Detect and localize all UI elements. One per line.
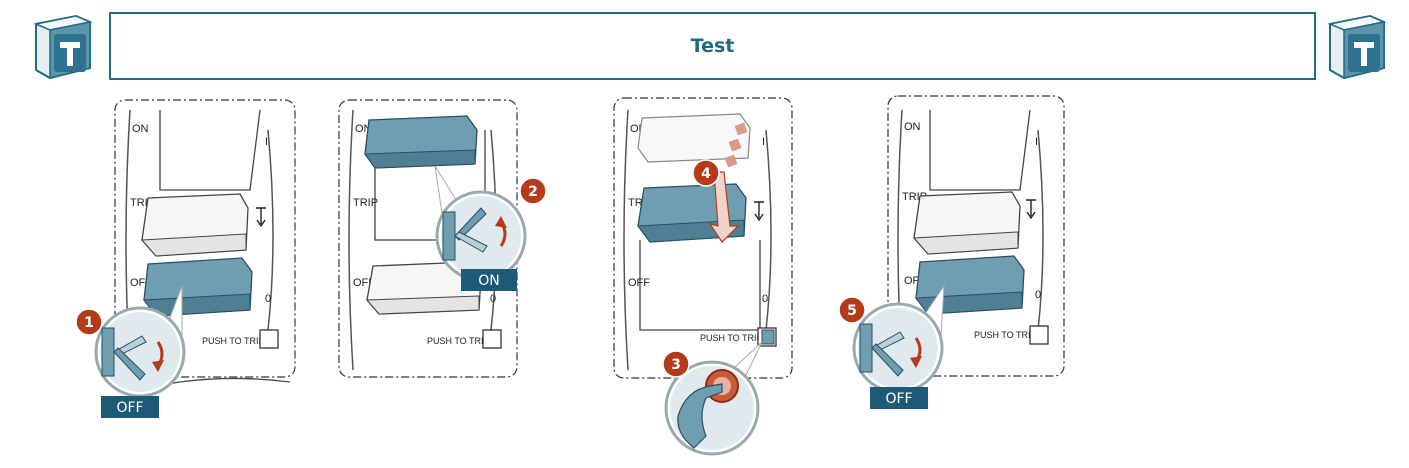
step-2-scene: ON TRIP OFF 0 PUSH TO TRIP ON 2 [335,90,565,462]
page-title: Test [690,35,735,57]
step-number: 2 [528,184,538,200]
push-to-trip-label: PUSH TO TRIP [427,336,490,346]
off-badge: OFF [885,391,912,407]
zero-label: 0 [490,293,496,305]
step-number: 4 [701,166,711,182]
step-number: 5 [847,303,857,319]
zero-label: 0 [762,293,768,305]
one-label: I [762,136,765,148]
zero-label: 0 [265,293,271,305]
step-3-4-scene: ON TRIP OFF I 0 4 PUSH TO TRIP 3 [610,90,810,462]
push-to-trip-label: PUSH TO TRIP [202,336,265,346]
test-t-icon [32,12,94,80]
push-to-trip-label: PUSH TO TRIP [974,330,1037,340]
step-5-scene: ON TRIP OFF I 0 PUSH TO TRIP OFF 5 [830,90,1070,462]
on-label: ON [904,121,921,133]
off-label: OFF [628,277,650,289]
step-1-scene: ON TRIP OFF I 0 PUSH TO TRIP OFF 1 [60,90,300,462]
test-t-icon [1326,12,1388,80]
trip-label: TRIP [353,197,378,209]
header-bar: Test [109,12,1316,80]
step-number: 1 [84,315,94,331]
one-label: I [265,136,268,148]
push-to-trip-label: PUSH TO TRIP [700,333,763,343]
step-number: 3 [671,357,681,373]
on-label: ON [132,123,149,135]
zero-label: 0 [1035,289,1041,301]
off-badge: OFF [116,400,143,416]
one-label: I [1035,136,1038,148]
on-badge: ON [478,273,500,289]
